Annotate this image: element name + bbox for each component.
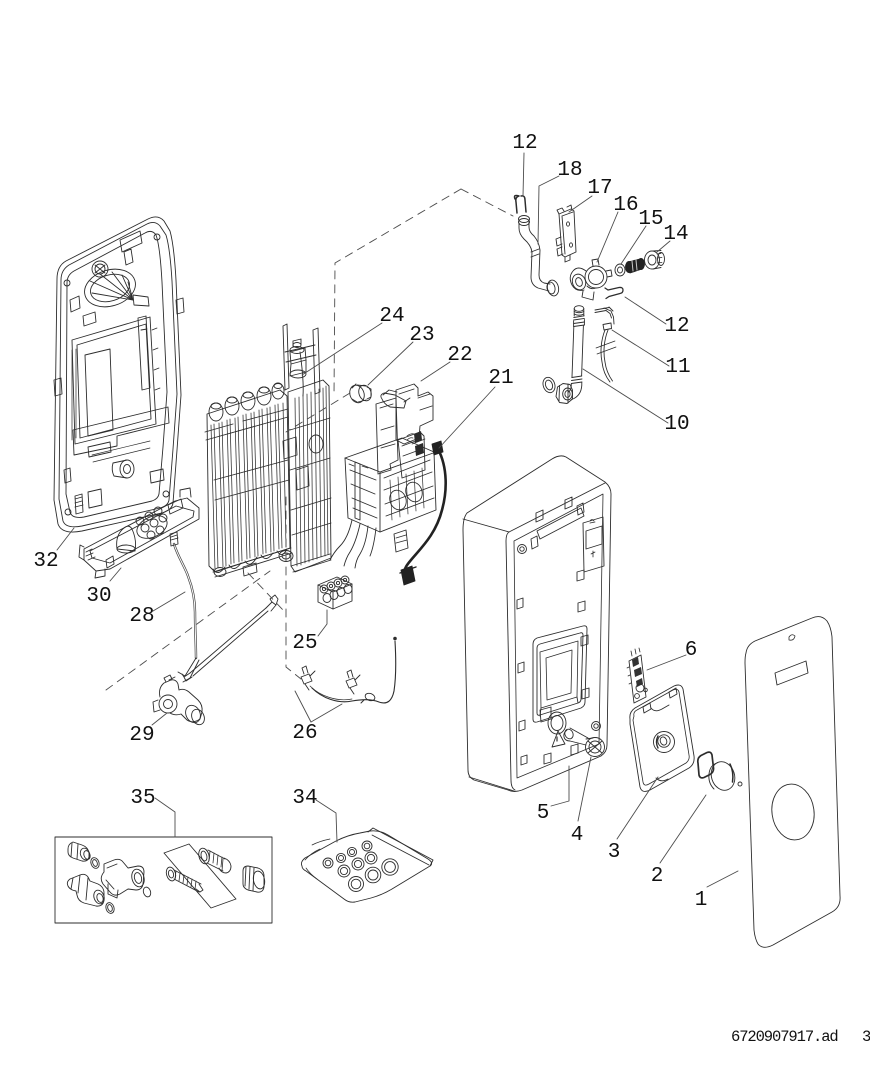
svg-text:28: 28 bbox=[129, 605, 154, 628]
svg-text:23: 23 bbox=[409, 324, 434, 347]
svg-text:34: 34 bbox=[292, 787, 317, 810]
svg-text:16: 16 bbox=[613, 194, 638, 217]
svg-text:15: 15 bbox=[638, 208, 663, 231]
svg-text:22: 22 bbox=[447, 344, 472, 367]
svg-text:10: 10 bbox=[664, 413, 689, 436]
svg-text:5: 5 bbox=[537, 802, 550, 825]
svg-text:25: 25 bbox=[292, 632, 317, 655]
svg-text:12: 12 bbox=[512, 132, 537, 155]
svg-text:2: 2 bbox=[651, 865, 664, 888]
svg-text:4: 4 bbox=[571, 824, 584, 847]
svg-text:35: 35 bbox=[130, 787, 155, 810]
svg-text:3: 3 bbox=[608, 841, 621, 864]
svg-text:32: 32 bbox=[33, 550, 58, 573]
svg-text:26: 26 bbox=[292, 722, 317, 745]
svg-text:11: 11 bbox=[665, 356, 690, 379]
svg-text:24: 24 bbox=[379, 305, 404, 328]
svg-text:18: 18 bbox=[557, 159, 582, 182]
svg-text:14: 14 bbox=[663, 223, 688, 246]
svg-text:21: 21 bbox=[488, 367, 513, 390]
svg-text:30: 30 bbox=[86, 585, 111, 608]
svg-text:1: 1 bbox=[695, 889, 708, 912]
svg-text:12: 12 bbox=[664, 315, 689, 338]
svg-text:3: 3 bbox=[862, 1028, 870, 1046]
svg-text:6: 6 bbox=[685, 639, 698, 662]
svg-text:29: 29 bbox=[129, 724, 154, 747]
svg-text:6720907917.ad: 6720907917.ad bbox=[731, 1028, 838, 1046]
svg-text:17: 17 bbox=[587, 177, 612, 200]
